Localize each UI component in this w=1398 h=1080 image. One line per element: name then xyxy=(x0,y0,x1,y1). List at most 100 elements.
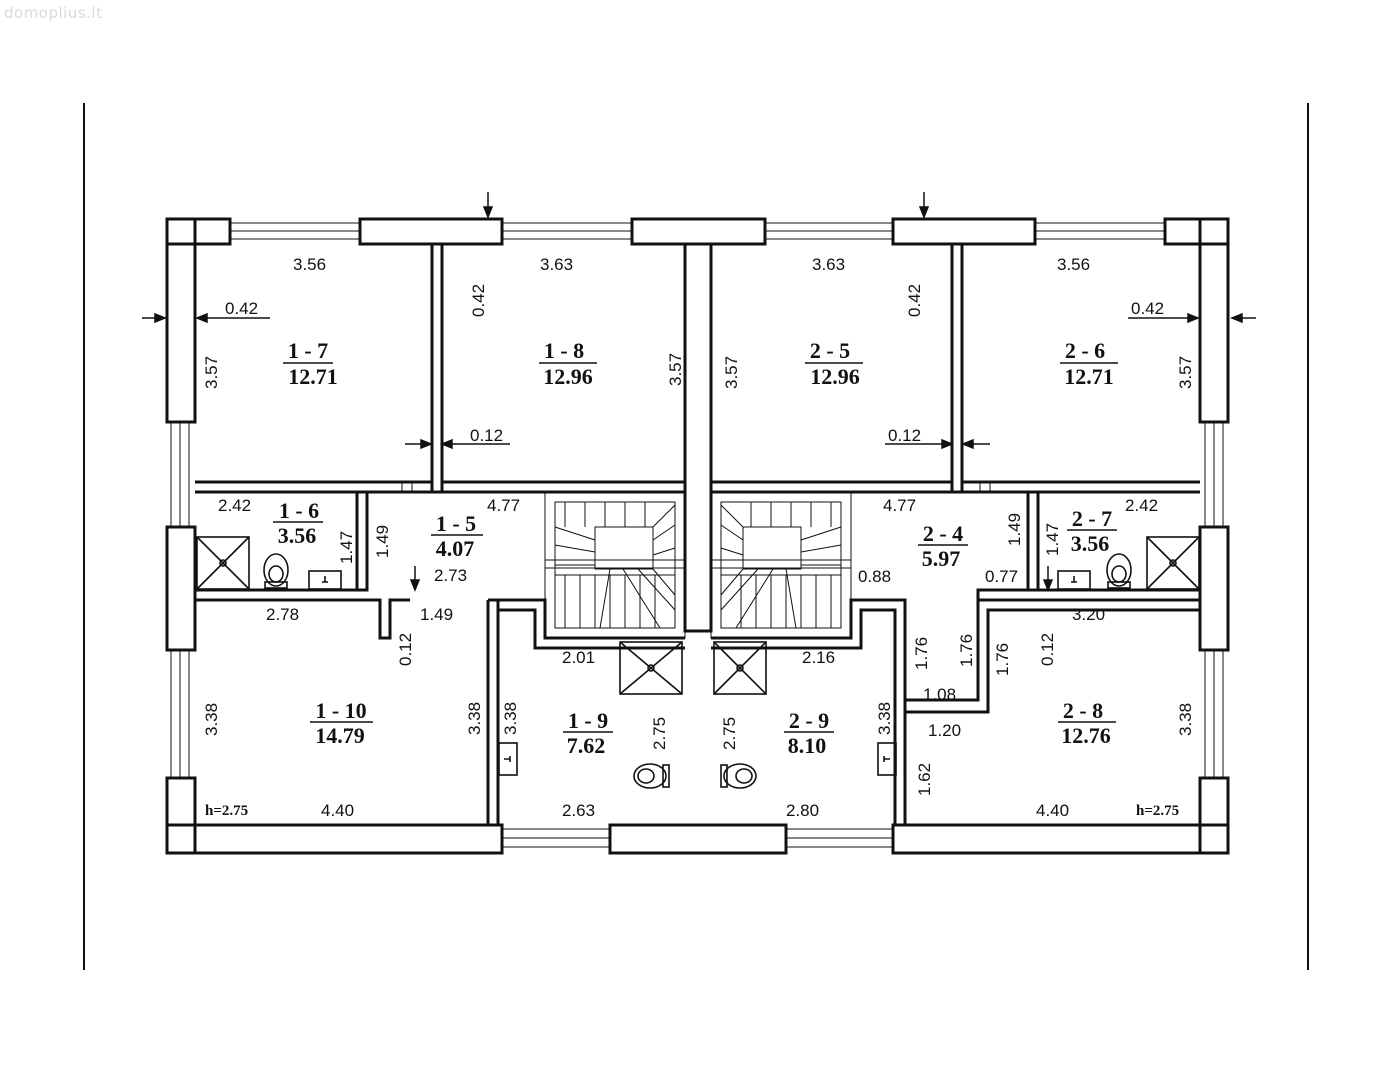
sink-icon xyxy=(308,570,342,590)
staircase-right xyxy=(710,491,852,639)
windows xyxy=(170,222,1224,848)
room-area: 4.07 xyxy=(436,536,475,561)
room-labels: 1 - 7 12.71 1 - 8 12.96 2 - 5 12.96 2 - … xyxy=(273,338,1118,758)
room-label: 2 - 7 3.56 xyxy=(1067,506,1117,556)
dimension-label: 1.47 xyxy=(337,531,356,564)
room-area: 12.71 xyxy=(288,364,338,389)
dimension-label: 3.57 xyxy=(202,356,221,389)
dimension-label: 2.80 xyxy=(786,801,819,820)
dimension-label: 2.42 xyxy=(1125,496,1158,515)
dimension-label: 0.77 xyxy=(985,567,1018,586)
dimension-label: 3.20 xyxy=(1072,605,1105,624)
room-label: 2 - 4 5.97 xyxy=(918,521,968,571)
dimension-label: 0.12 xyxy=(1038,633,1057,666)
dimension-label: 1.76 xyxy=(993,643,1012,676)
toilet-icon xyxy=(1106,553,1132,589)
dimension-label: 4.40 xyxy=(1036,801,1069,820)
dimension-label: 1.76 xyxy=(912,637,931,670)
dimension-label: 1.20 xyxy=(928,721,961,740)
dimension-label: 1.47 xyxy=(1043,523,1062,556)
room-area: 14.79 xyxy=(315,723,365,748)
room-label: 2 - 9 8.10 xyxy=(784,708,834,758)
shower-icon xyxy=(196,536,250,590)
dimension-label: 0.12 xyxy=(888,426,921,445)
room-area: 12.76 xyxy=(1061,723,1111,748)
dimension-label: 3.38 xyxy=(501,702,520,735)
room-label: 1 - 5 4.07 xyxy=(431,511,483,561)
room-area: 5.97 xyxy=(922,546,961,571)
dimension-label: 1.49 xyxy=(1005,513,1024,546)
dimension-label: 2.42 xyxy=(218,496,251,515)
dimension-label: 0.42 xyxy=(905,284,924,317)
sink-icon xyxy=(498,742,518,776)
section-arrows xyxy=(142,192,1256,593)
room-label: 2 - 8 12.76 xyxy=(1058,698,1116,748)
door-marks xyxy=(401,482,991,658)
dimension-label: 0.42 xyxy=(469,284,488,317)
room-area: 3.56 xyxy=(278,523,317,548)
dimension-label: 3.57 xyxy=(1176,356,1195,389)
room-label: 1 - 10 14.79 xyxy=(310,698,373,748)
dimension-label: 1.08 xyxy=(923,685,956,704)
room-area: 12.71 xyxy=(1064,364,1114,389)
dimension-label: 3.38 xyxy=(202,703,221,736)
dimension-label: 1.49 xyxy=(373,525,392,558)
room-area: 12.96 xyxy=(810,364,860,389)
room-area: 12.96 xyxy=(543,364,593,389)
room-id: 1 - 5 xyxy=(436,511,476,536)
dimension-label: 3.56 xyxy=(293,255,326,274)
wall-fill xyxy=(685,244,711,252)
outer-walls xyxy=(165,217,1230,855)
room-id: 1 - 6 xyxy=(279,498,319,523)
dimension-label: 2.01 xyxy=(562,648,595,667)
dimension-label: 0.12 xyxy=(470,426,503,445)
dimension-label: 0.42 xyxy=(225,299,258,318)
room-id: 1 - 9 xyxy=(568,708,608,733)
dimension-label: 0.12 xyxy=(396,633,415,666)
room-id: 1 - 7 xyxy=(288,338,328,363)
toilet-icon xyxy=(720,763,757,789)
room-label: 1 - 9 7.62 xyxy=(563,708,613,758)
dimension-label: 3.57 xyxy=(722,356,741,389)
watermark: domoplius.lt xyxy=(4,4,103,22)
room-area: 7.62 xyxy=(567,733,606,758)
dimension-label: 3.38 xyxy=(875,702,894,735)
dimension-label: 2.75 xyxy=(720,717,739,750)
dimension-label: 2.63 xyxy=(562,801,595,820)
dimension-label: 2.78 xyxy=(266,605,299,624)
shower-icon xyxy=(1146,536,1200,590)
dimension-label: 3.38 xyxy=(465,702,484,735)
room-id: 2 - 8 xyxy=(1063,698,1103,723)
dimension-label: 4.40 xyxy=(321,801,354,820)
room-id: 1 - 10 xyxy=(315,698,366,723)
dimension-label: 3.63 xyxy=(540,255,573,274)
toilet-icon xyxy=(263,553,289,589)
dimension-label: 1.49 xyxy=(420,605,453,624)
room-id: 1 - 8 xyxy=(544,338,584,363)
sink-icon xyxy=(877,742,897,776)
dimension-label: 1.76 xyxy=(957,634,976,667)
room-id: 2 - 5 xyxy=(810,338,850,363)
staircase-left xyxy=(544,491,686,639)
dimension-label: 3.56 xyxy=(1057,255,1090,274)
dimension-label: 4.77 xyxy=(883,496,916,515)
ceiling-height: h=2.75 xyxy=(205,803,248,819)
room-label: 2 - 5 12.96 xyxy=(805,338,863,389)
room-id: 2 - 9 xyxy=(789,708,829,733)
dimensions: 3.56 3.63 3.63 3.56 0.42 0.42 0.42 0.42 … xyxy=(202,255,1195,820)
toilet-icon xyxy=(633,763,670,789)
room-area: 3.56 xyxy=(1071,531,1110,556)
dimension-label: 2.16 xyxy=(802,648,835,667)
shower-icon xyxy=(619,641,683,695)
dimension-label: 3.38 xyxy=(1176,703,1195,736)
dimension-label: 2.75 xyxy=(650,717,669,750)
room-label: 1 - 7 12.71 xyxy=(283,338,338,389)
room-area: 8.10 xyxy=(788,733,827,758)
dimension-label: 3.57 xyxy=(666,353,685,386)
dimension-label: 4.77 xyxy=(487,496,520,515)
shower-icon xyxy=(713,641,767,695)
room-label: 1 - 8 12.96 xyxy=(539,338,597,389)
dimension-label: 3.63 xyxy=(812,255,845,274)
room-id: 2 - 7 xyxy=(1072,506,1112,531)
